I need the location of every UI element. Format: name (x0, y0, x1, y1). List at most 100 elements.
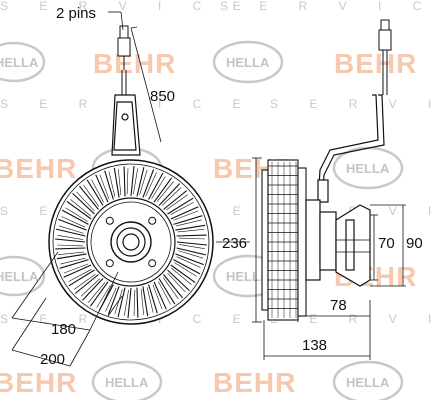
fin-ray-edge (133, 168, 138, 195)
fin-ray-edge (178, 250, 204, 259)
hub-dimension-a-label: 70 (378, 235, 395, 252)
front-connector-plug (117, 25, 131, 100)
fin-ray (95, 174, 109, 203)
fin-ray-edge (133, 289, 136, 316)
width-78-label: 78 (330, 297, 347, 314)
fin-ray-edge (146, 287, 154, 313)
dimension-labels: 2 pins 850 236 70 90 78 138 180 200 (40, 5, 423, 368)
fin-ray (79, 185, 99, 210)
fin-ray-edge (124, 289, 129, 316)
fin-ray-edge (177, 229, 204, 233)
fin-ray (61, 209, 89, 225)
fin-ray (55, 238, 86, 243)
bolt-hole (105, 216, 114, 225)
fin-ray (163, 274, 183, 299)
svg-text:HELLA: HELLA (0, 55, 39, 70)
watermark-hella-logo-5: HELLA (0, 255, 46, 297)
fin-ray (63, 264, 92, 278)
fin-ray (170, 206, 199, 220)
fin-ray-edge (140, 288, 144, 315)
fin-ray (173, 259, 201, 275)
fin-ray-edge (162, 277, 179, 299)
bolt-hole (148, 216, 157, 225)
fin-ray (66, 200, 92, 220)
fin-ray-edge (176, 256, 201, 268)
fin-ray-edge (166, 194, 188, 211)
watermark-behr-1: BEHR (93, 48, 176, 79)
front-hub-middle (116, 227, 146, 257)
fin-ray (176, 247, 207, 256)
fin-ray (153, 281, 167, 310)
fin-ray (130, 166, 135, 197)
fin-ray-edge (178, 244, 205, 249)
diameter-label: 236 (222, 235, 247, 252)
fin-ray-edge (74, 273, 96, 290)
hub-dimension-b-label: 90 (406, 235, 423, 252)
fin-ray-edge (80, 278, 101, 297)
side-fin-stack (261, 159, 307, 321)
fin-ray-edge (158, 281, 171, 305)
fin-ray-edge (118, 169, 122, 196)
fin-ray (170, 264, 196, 284)
fin-ray-edge (126, 168, 129, 195)
fin-ray-edge (161, 187, 182, 206)
fin-ray (86, 179, 104, 206)
pins-label: 2 pins (56, 5, 96, 22)
fin-ray-edge (114, 289, 123, 315)
fin-ray (74, 274, 99, 294)
fin-ray (163, 190, 188, 210)
bolt-hole (105, 259, 114, 268)
fin-ray (123, 166, 126, 197)
fin-ray-edge (170, 202, 194, 215)
svg-text:HELLA: HELLA (226, 55, 270, 70)
width-138-label: 138 (302, 337, 327, 354)
fin-ray (72, 192, 95, 215)
watermark-hella-logo-2: HELLA (212, 40, 284, 84)
fin-ray (167, 269, 190, 292)
watermark-hella-logo-7: HELLA (91, 360, 163, 400)
front-hub-inner (122, 233, 140, 251)
fin-ray (56, 253, 87, 260)
fin-ray-edge (151, 176, 166, 199)
watermark-service-row-2: S E R V I C E (220, 0, 437, 13)
fin-ray-edge (96, 285, 111, 308)
front-inner-ring-2 (90, 201, 172, 283)
fin-ray (104, 170, 114, 200)
watermark-service-row-1: S E R V I C E (0, 0, 255, 13)
watermark-hella-logo-8: HELLA (332, 360, 404, 400)
fin-ray (175, 253, 204, 266)
fin-ray (176, 234, 207, 237)
svg-text:HELLA: HELLA (346, 375, 390, 390)
fin-ray (117, 287, 126, 318)
fin-ray (55, 228, 86, 237)
fin-ray (142, 286, 149, 317)
fin-ray (68, 269, 95, 287)
fin-ray-edge (173, 210, 199, 221)
watermark-hella-logo-1: HELLA (0, 41, 46, 83)
fin-ray (173, 215, 203, 225)
fin-ray-edge (178, 237, 205, 240)
fin-ray (158, 183, 181, 206)
fin-ray-edge (57, 235, 84, 240)
cable-dimension-line (130, 27, 162, 143)
fin-ray (55, 247, 86, 250)
fin-ray-edge (139, 169, 148, 195)
fin-ray (142, 169, 155, 198)
fin-ray-edge (60, 257, 86, 265)
fin-ray (89, 281, 109, 307)
fin-ray-edge (83, 185, 100, 207)
svg-text:HELLA: HELLA (346, 161, 390, 176)
fin-ray (107, 286, 120, 315)
fin-ray-edge (76, 191, 95, 212)
fin-ray-edge (88, 282, 106, 303)
watermark-behr-7: BEHR (0, 367, 77, 398)
front-bracket (111, 94, 141, 156)
fin-ray (113, 167, 120, 198)
fin-ray-edge (176, 219, 202, 227)
fin-ray (148, 172, 164, 200)
fin-ray (176, 241, 207, 246)
fin-ray (127, 287, 132, 318)
watermark-behr-8: BEHR (213, 367, 296, 398)
fin-ray-edge (65, 207, 88, 222)
bolt-circle-200-label: 200 (40, 351, 65, 368)
